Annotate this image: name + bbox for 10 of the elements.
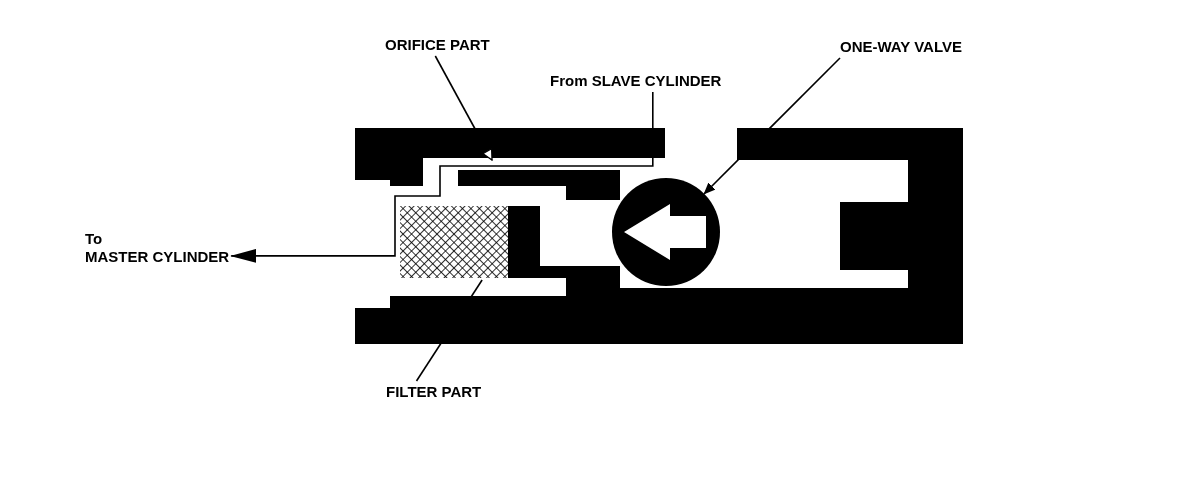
part-label: FILTER PART	[386, 383, 482, 401]
flow-arrow	[230, 91, 654, 263]
filter-mesh	[400, 206, 508, 278]
leader-arrow	[434, 55, 493, 161]
leader-arrow	[703, 57, 841, 195]
part-label: ORIFICE PART	[385, 36, 490, 54]
flow-label: To MASTER CYLINDER	[85, 230, 230, 266]
part-label: ONE-WAY VALVE	[840, 38, 962, 56]
flow-label: From SLAVE CYLINDER	[550, 72, 722, 90]
leader-line	[415, 279, 483, 382]
